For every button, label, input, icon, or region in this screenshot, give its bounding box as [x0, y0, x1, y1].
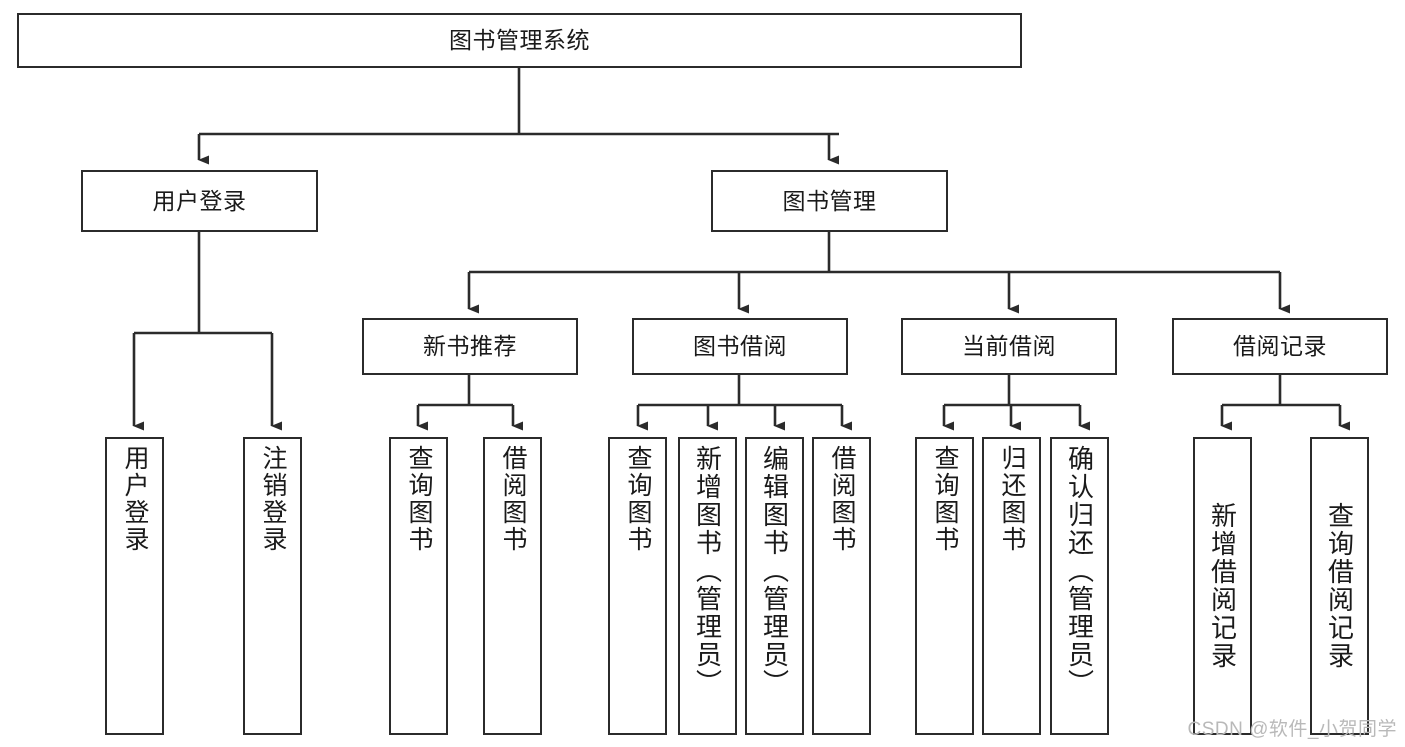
node-leaf-return-book[interactable]: 归还图书 [982, 437, 1041, 735]
node-leaf-user-login[interactable]: 用户登录 [105, 437, 164, 735]
node-leaf-confirm-return-admin-label: 确认归还（管理员） [1064, 445, 1095, 697]
node-root-label: 图书管理系统 [449, 27, 590, 54]
node-leaf-borrow-query-book-label: 查询图书 [624, 445, 652, 553]
node-leaf-current-query-book[interactable]: 查询图书 [915, 437, 974, 735]
node-leaf-newbook-query-book-label: 查询图书 [405, 445, 433, 553]
node-leaf-borrow-query-book[interactable]: 查询图书 [608, 437, 667, 735]
node-leaf-add-borrow-record-label: 新增借阅记录 [1207, 502, 1238, 670]
node-leaf-edit-book-admin-label: 编辑图书（管理员） [759, 445, 790, 697]
node-leaf-borrow-lend-book-label: 借阅图书 [828, 445, 856, 553]
node-leaf-borrow-lend-book[interactable]: 借阅图书 [812, 437, 871, 735]
node-leaf-logout[interactable]: 注销登录 [243, 437, 302, 735]
node-borrow-record-label: 借阅记录 [1233, 333, 1327, 360]
node-book-management-label: 图书管理 [782, 187, 877, 214]
node-new-book-recommend-label: 新书推荐 [423, 333, 517, 360]
node-leaf-edit-book-admin[interactable]: 编辑图书（管理员） [745, 437, 804, 735]
node-leaf-add-borrow-record[interactable]: 新增借阅记录 [1193, 437, 1252, 735]
node-leaf-query-borrow-record-label: 查询借阅记录 [1324, 502, 1355, 670]
node-borrow-record[interactable]: 借阅记录 [1172, 318, 1388, 375]
node-new-book-recommend[interactable]: 新书推荐 [362, 318, 578, 375]
node-current-borrow[interactable]: 当前借阅 [901, 318, 1117, 375]
node-book-management[interactable]: 图书管理 [711, 170, 948, 232]
node-book-borrow-label: 图书借阅 [693, 333, 787, 360]
node-leaf-confirm-return-admin[interactable]: 确认归还（管理员） [1050, 437, 1109, 735]
node-leaf-query-borrow-record[interactable]: 查询借阅记录 [1310, 437, 1369, 735]
node-current-borrow-label: 当前借阅 [962, 333, 1056, 360]
node-leaf-return-book-label: 归还图书 [998, 445, 1026, 553]
csdn-watermark: CSDN @软件_小贺同学 [1187, 719, 1397, 740]
node-leaf-add-book-admin-label: 新增图书（管理员） [692, 445, 723, 697]
node-root-book-management-system[interactable]: 图书管理系统 [17, 13, 1022, 68]
node-user-login[interactable]: 用户登录 [81, 170, 318, 232]
node-book-borrow[interactable]: 图书借阅 [632, 318, 848, 375]
node-leaf-current-query-book-label: 查询图书 [931, 445, 959, 553]
node-leaf-logout-label: 注销登录 [259, 445, 287, 553]
node-leaf-add-book-admin[interactable]: 新增图书（管理员） [678, 437, 737, 735]
node-leaf-newbook-borrow-book[interactable]: 借阅图书 [483, 437, 542, 735]
node-leaf-user-login-label: 用户登录 [121, 445, 149, 553]
node-user-login-label: 用户登录 [152, 187, 247, 214]
node-leaf-newbook-borrow-book-label: 借阅图书 [499, 445, 527, 553]
node-leaf-newbook-query-book[interactable]: 查询图书 [389, 437, 448, 735]
